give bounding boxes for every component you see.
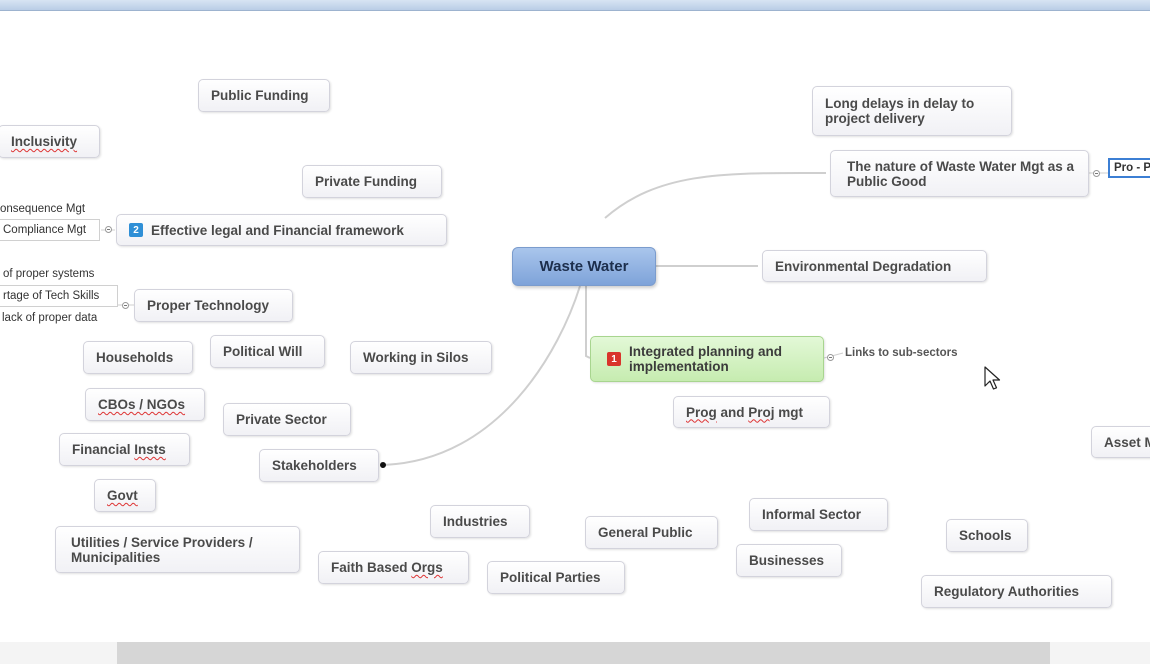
central-topic[interactable]: Waste Water [512, 247, 656, 286]
connector-dot-icon [380, 462, 386, 468]
subtopic-compliance-mgt[interactable]: Compliance Mgt [0, 219, 100, 241]
subtopic-proper-data[interactable]: lack of proper data [2, 310, 97, 326]
topic-nature-public-good[interactable]: The nature of Waste Water Mgt as a Publi… [830, 150, 1089, 197]
topic-proper-technology[interactable]: Proper Technology [134, 289, 293, 322]
public-funding-label: Public Funding [211, 88, 309, 103]
cbos-label: CBOs / NGOs [98, 397, 186, 412]
and-word: and [716, 404, 749, 420]
tech-skills-label: rtage of Tech Skills [3, 290, 100, 302]
subtopic-consequence-mgt[interactable]: onsequence Mgt [0, 201, 85, 217]
subtopic-links-sub-sectors[interactable]: Links to sub-sectors [845, 345, 957, 361]
general-public-label: General Public [598, 525, 693, 540]
proper-data-label: lack of proper data [2, 312, 98, 324]
horizontal-scrollbar[interactable] [0, 638, 1150, 670]
consequence-label: onsequence Mgt [0, 203, 86, 215]
central-topic-label: Waste Water [539, 258, 629, 275]
topic-industries[interactable]: Industries [430, 505, 530, 538]
topic-political-parties[interactable]: Political Parties [487, 561, 625, 594]
topic-utilities[interactable]: Utilities / Service Providers / Municipa… [55, 526, 300, 573]
topic-edit-text: Pro - P [1114, 162, 1150, 174]
businesses-label: Businesses [749, 553, 825, 568]
mouse-cursor-icon [984, 366, 1001, 390]
topic-informal-sector[interactable]: Informal Sector [749, 498, 888, 531]
mgt-word: mgt [774, 404, 804, 420]
utilities-label: Utilities / Service Providers / Municipa… [71, 534, 253, 565]
topic-schools[interactable]: Schools [946, 519, 1028, 552]
inclusivity-label: Inclusivity [11, 134, 78, 149]
topic-nature-label: The nature of Waste Water Mgt as a Publi… [847, 158, 1075, 189]
topic-integrated-label: Integrated planning and implementation [629, 344, 783, 374]
priority-2-icon: 2 [129, 223, 143, 237]
proj-word: Proj [748, 404, 775, 420]
compliance-label: Compliance Mgt [3, 224, 87, 236]
private-sector-label: Private Sector [236, 412, 327, 427]
govt-label: Govt [107, 488, 138, 503]
private-funding-label: Private Funding [315, 174, 418, 189]
proper-tech-label: Proper Technology [147, 298, 270, 313]
orgs-word: Orgs [411, 560, 443, 575]
collapse-toggle-technology[interactable] [122, 302, 129, 309]
topic-financial-insts[interactable]: Financial Insts [59, 433, 190, 466]
topic-long-delays-label: Long delays in delay to project delivery [825, 96, 975, 126]
collapse-toggle-nature[interactable] [1093, 170, 1100, 177]
political-parties-label: Political Parties [500, 570, 601, 585]
prog-proj-label: Prog and Proj mgt [686, 405, 803, 420]
topic-prog-proj-mgt[interactable]: Prog and Proj mgt [673, 396, 830, 428]
scrollbar-thumb[interactable] [117, 642, 1050, 664]
topic-asset-mgt[interactable]: Asset M [1091, 426, 1150, 458]
stakeholders-label: Stakeholders [272, 458, 357, 473]
topic-asset-label: Asset M [1104, 434, 1150, 450]
topic-legal-financial-framework[interactable]: 2 Effective legal and Financial framewor… [116, 214, 447, 246]
topic-inclusivity[interactable]: Inclusivity [0, 125, 100, 158]
topic-edit-field[interactable]: Pro - P [1108, 158, 1150, 178]
regulatory-label: Regulatory Authorities [934, 584, 1080, 599]
topic-regulatory-authorities[interactable]: Regulatory Authorities [921, 575, 1112, 608]
financial-insts-label: Financial Insts [72, 442, 166, 457]
financial-word: Financial [72, 442, 135, 457]
collapse-toggle-legal[interactable] [105, 226, 112, 233]
links-sub-label: Links to sub-sectors [845, 347, 958, 359]
window-top-bar [0, 0, 1150, 11]
topic-working-in-silos[interactable]: Working in Silos [350, 341, 492, 374]
silos-label: Working in Silos [363, 350, 469, 365]
topic-faith-based-orgs[interactable]: Faith Based Orgs [318, 551, 469, 584]
prog-word: Prog [686, 404, 717, 420]
mindmap-canvas[interactable]: Waste Water Long delays in delay to proj… [0, 10, 1150, 638]
faith-label: Faith Based Orgs [331, 560, 443, 575]
topic-govt[interactable]: Govt [94, 479, 156, 512]
subtopic-tech-skills[interactable]: rtage of Tech Skills [0, 285, 118, 307]
topic-businesses[interactable]: Businesses [736, 544, 842, 577]
topic-political-will[interactable]: Political Will [210, 335, 325, 368]
proper-systems-label: of proper systems [3, 268, 95, 280]
informal-label: Informal Sector [762, 507, 862, 522]
industries-label: Industries [443, 514, 508, 529]
topic-stakeholders[interactable]: Stakeholders [259, 449, 379, 482]
households-label: Households [96, 350, 174, 365]
topic-private-sector[interactable]: Private Sector [223, 403, 351, 436]
topic-cbos-ngos[interactable]: CBOs / NGOs [85, 388, 205, 421]
insts-word: Insts [134, 442, 166, 457]
topic-households[interactable]: Households [83, 341, 193, 374]
collapse-toggle-integrated[interactable] [827, 354, 834, 361]
topic-environmental-degradation[interactable]: Environmental Degradation [762, 250, 987, 282]
legal-label: Effective legal and Financial framework [151, 222, 404, 238]
topic-integrated-planning[interactable]: 1 Integrated planning and implementation [590, 336, 824, 382]
topic-private-funding[interactable]: Private Funding [302, 165, 442, 198]
topic-long-delays[interactable]: Long delays in delay to project delivery [812, 86, 1012, 136]
topic-public-funding[interactable]: Public Funding [198, 79, 330, 112]
political-will-label: Political Will [223, 344, 303, 359]
priority-1-icon: 1 [607, 352, 621, 366]
schools-label: Schools [959, 528, 1012, 543]
faith-word: Faith Based [331, 560, 412, 575]
topic-general-public[interactable]: General Public [585, 516, 718, 549]
topic-environmental-label: Environmental Degradation [775, 258, 952, 274]
subtopic-proper-systems[interactable]: of proper systems [3, 266, 94, 282]
